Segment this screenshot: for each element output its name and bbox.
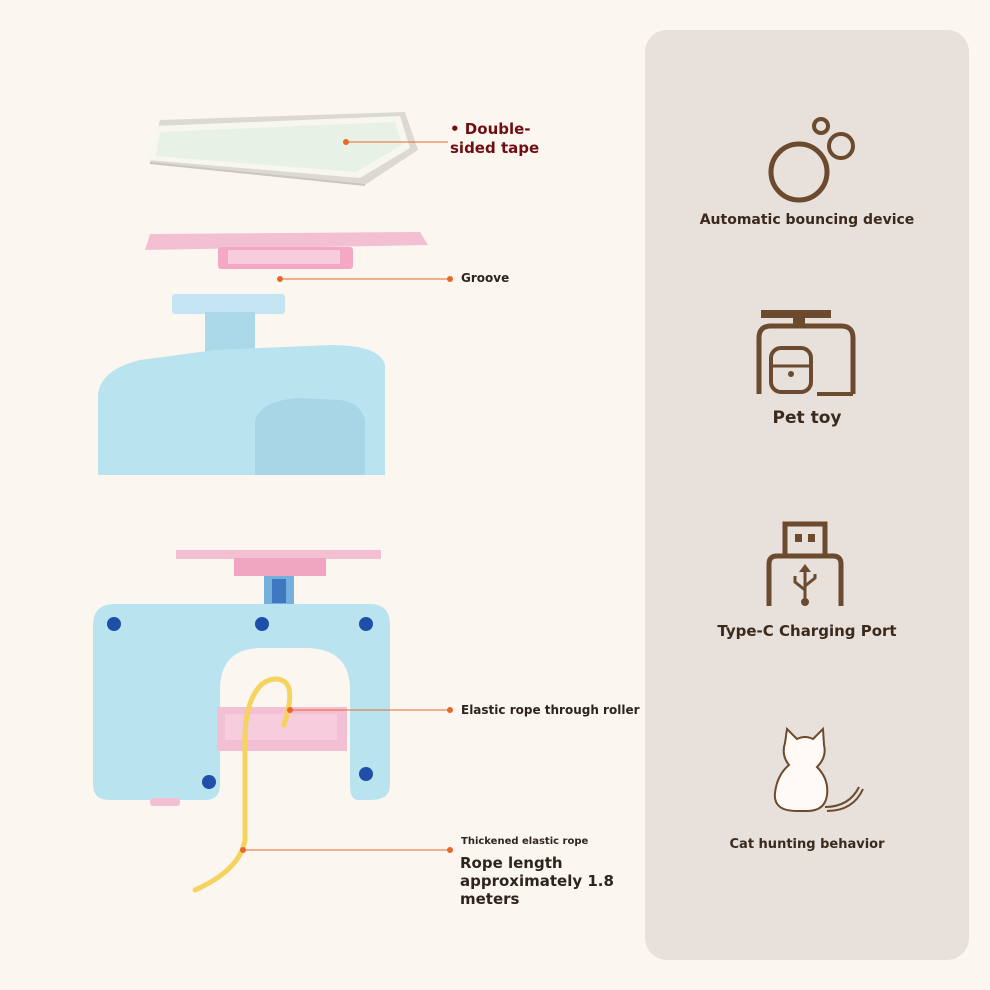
features-panel: Automatic bouncing device Pet toy Type-C… xyxy=(645,30,969,960)
bubbles-icon xyxy=(768,117,855,203)
pink-plate xyxy=(145,232,428,269)
blue-body-upper xyxy=(98,294,385,475)
lower-assembly xyxy=(93,550,390,893)
feature-label-type-c: Type-C Charging Port xyxy=(717,622,897,640)
callout-groove: Groove xyxy=(461,271,510,285)
feature-label-pet-toy: Pet toy xyxy=(772,408,842,428)
callout-thickened-rope: Thickened elastic rope xyxy=(461,836,589,847)
usb-icon xyxy=(766,521,844,606)
double-sided-tape xyxy=(148,112,418,186)
product-illustration xyxy=(93,112,453,893)
cat-icon xyxy=(773,726,864,812)
callout-elastic-rope-roller: Elastic rope through roller xyxy=(461,703,640,717)
feature-label-bouncing: Automatic bouncing device xyxy=(699,212,915,228)
leader-lines xyxy=(240,139,453,853)
callout-rope-length: Rope length approximately 1.8 meters xyxy=(460,854,614,908)
callout-double-sided-tape: • Double-sided tape xyxy=(450,120,540,157)
pet-house-icon xyxy=(756,310,856,396)
feature-label-cat-hunting: Cat hunting behavior xyxy=(729,837,885,852)
